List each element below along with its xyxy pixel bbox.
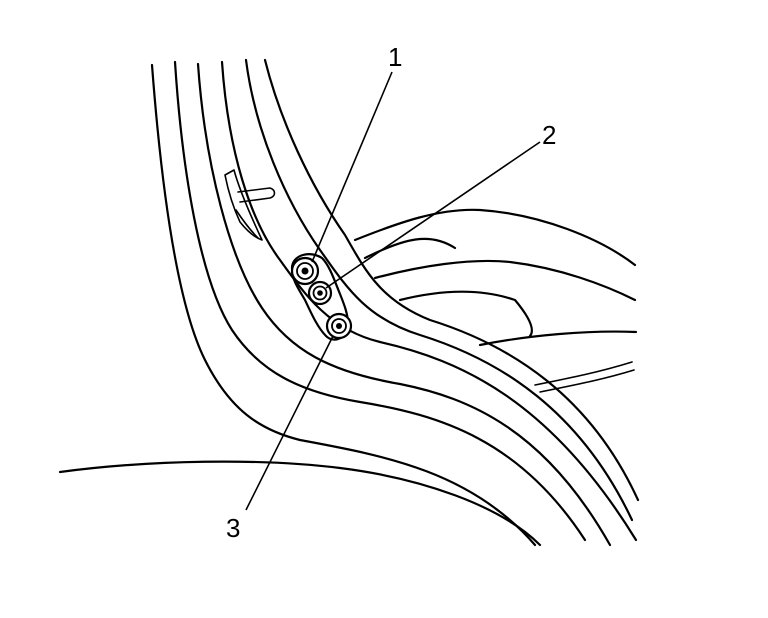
- callout-label-1: 1: [388, 42, 402, 72]
- leader-line-3: [245, 335, 334, 511]
- callout-label-2: 2: [542, 120, 556, 150]
- leader-line-2: [325, 141, 541, 289]
- leader-line-1: [311, 71, 393, 263]
- fastener-3-bolt: [325, 312, 353, 340]
- fastener-1-bolt: [290, 256, 320, 286]
- seat-back-outline: [353, 208, 638, 393]
- leader-lines: [245, 71, 541, 511]
- belt-guide: [224, 169, 276, 241]
- floor-sill-curve: [58, 460, 542, 547]
- pillar-trim-outlines: [150, 58, 640, 547]
- fastener-2-nut: [307, 280, 333, 306]
- callout-label-3: 3: [226, 513, 240, 543]
